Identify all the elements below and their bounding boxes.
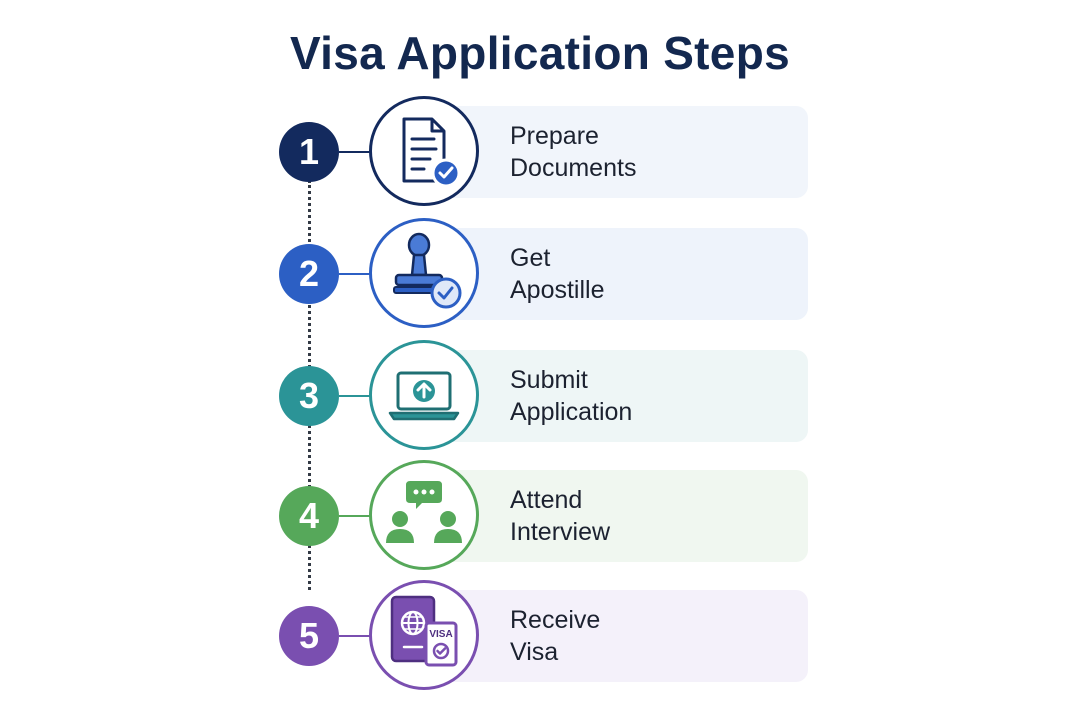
passport-visa-icon: VISA bbox=[390, 595, 458, 667]
step-link-line bbox=[339, 515, 371, 517]
step-number-badge: 1 bbox=[279, 122, 339, 182]
step-1: Prepare Documents 1 bbox=[0, 96, 1080, 208]
step-4: Attend Interview 4 bbox=[0, 460, 1080, 572]
interview-chat-icon bbox=[386, 481, 462, 543]
step-number-badge: 2 bbox=[279, 244, 339, 304]
step-number-badge: 3 bbox=[279, 366, 339, 426]
step-link-line bbox=[339, 635, 371, 637]
step-link-line bbox=[339, 151, 371, 153]
document-check-icon bbox=[402, 117, 461, 188]
step-label: Submit Application bbox=[510, 366, 633, 426]
step-icon-ring bbox=[369, 340, 479, 450]
step-label: Attend Interview bbox=[510, 486, 611, 546]
page-title: Visa Application Steps bbox=[290, 27, 790, 79]
step-number-badge: 4 bbox=[279, 486, 339, 546]
laptop-upload-icon bbox=[388, 371, 460, 421]
step-icon-ring bbox=[369, 218, 479, 328]
step-3: Submit Application 3 bbox=[0, 340, 1080, 452]
step-card: Submit Application bbox=[438, 350, 808, 442]
step-card: Receive Visa bbox=[438, 590, 808, 682]
step-card: Prepare Documents bbox=[438, 106, 808, 198]
visa-card-label: VISA bbox=[429, 629, 452, 640]
step-2: Get Apostille 2 bbox=[0, 218, 1080, 330]
step-icon-ring bbox=[369, 460, 479, 570]
step-card: Get Apostille bbox=[438, 228, 808, 320]
step-link-line bbox=[339, 395, 371, 397]
step-icon-ring bbox=[369, 96, 479, 206]
step-label: Get Apostille bbox=[510, 244, 605, 304]
step-number-badge: 5 bbox=[279, 606, 339, 666]
stamp-check-icon bbox=[393, 232, 462, 309]
step-label: Receive Visa bbox=[510, 606, 601, 666]
step-5: Receive Visa 5 VISA bbox=[0, 580, 1080, 692]
step-icon-ring: VISA bbox=[369, 580, 479, 690]
step-label: Prepare Documents bbox=[510, 122, 637, 182]
step-link-line bbox=[339, 273, 371, 275]
step-card: Attend Interview bbox=[438, 470, 808, 562]
